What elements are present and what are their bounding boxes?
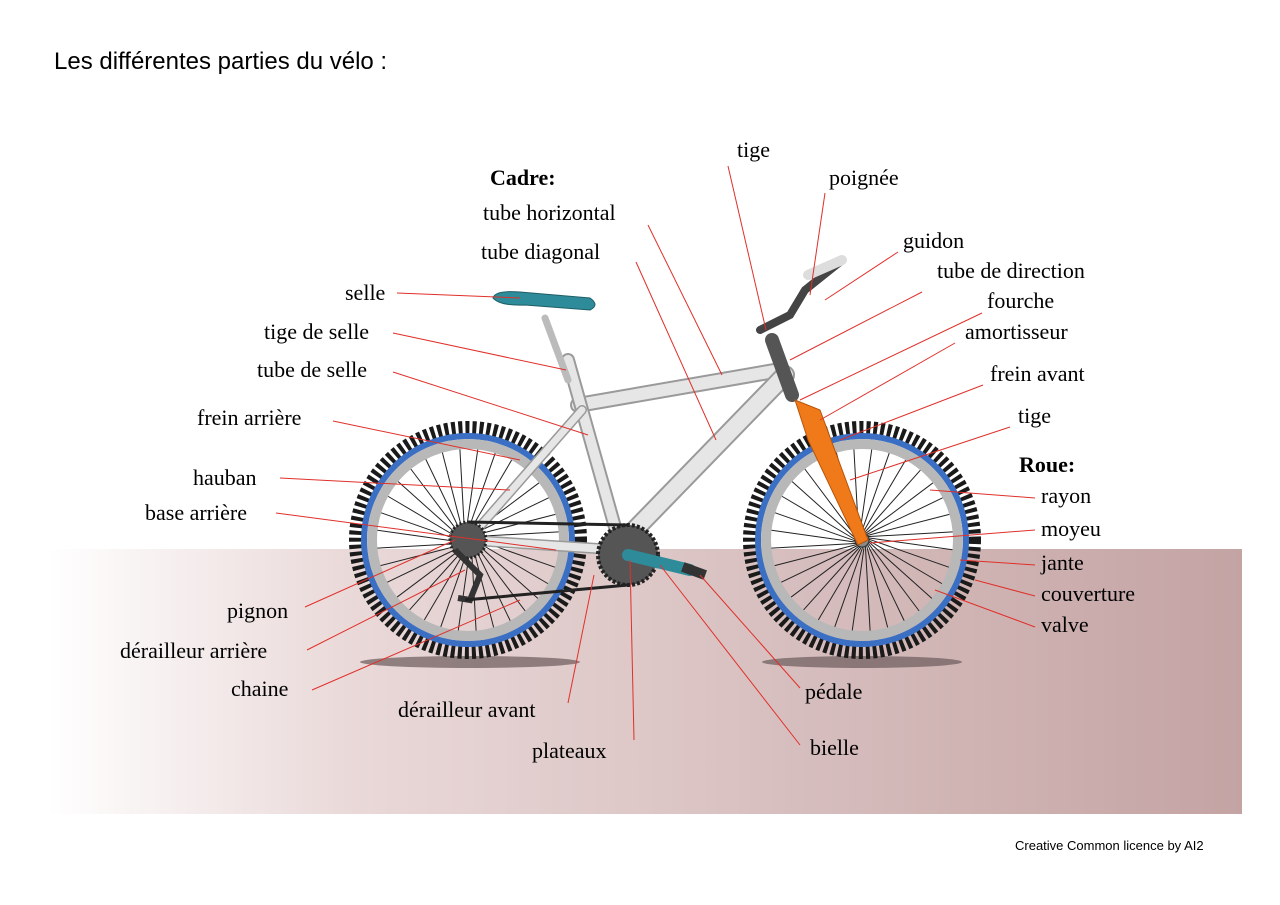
rear-spoke (459, 449, 466, 536)
frame-header: Cadre: (490, 165, 556, 190)
label-tige-fork: tige (1018, 403, 1051, 428)
label-tube-horizontal: tube horizontal (483, 200, 616, 225)
front-rim (761, 439, 963, 641)
crank-arm (622, 549, 696, 576)
label-poignee: poignée (829, 165, 899, 190)
rear-spoke (472, 543, 511, 621)
rear-tire-sidewall (361, 433, 575, 647)
label-tube-de-selle: tube de selle (257, 357, 367, 382)
rear-derailleur (452, 547, 484, 604)
label-rayon: rayon (1041, 483, 1091, 508)
front-spoke (781, 495, 857, 541)
front-tire-sidewall (755, 433, 969, 647)
front-spoke (771, 542, 858, 549)
label-plateaux: plateaux (532, 738, 607, 763)
front-spoke (867, 541, 920, 612)
chain (464, 520, 629, 602)
label-bielle: bielle (810, 735, 859, 760)
label-valve: valve (1041, 612, 1089, 637)
front-spoke (860, 452, 890, 535)
front-spoke (774, 512, 857, 542)
rear-spoke (465, 449, 479, 535)
front-spoke (774, 543, 858, 567)
rear-spoke (441, 452, 465, 536)
label-selle: selle (345, 280, 385, 305)
saddle (492, 291, 596, 311)
label-derailleur-arriere: dérailleur arrière (120, 638, 267, 663)
rear-spoke (387, 495, 463, 541)
label-frein-arriere: frein arrière (197, 405, 301, 430)
leader-lines (275, 165, 1036, 746)
label-jante: jante (1040, 550, 1084, 575)
label-frein-avant: frein avant (990, 361, 1085, 386)
front-spoke (863, 482, 934, 535)
front-spoke (861, 459, 907, 535)
rear-spoke (473, 540, 539, 599)
rear-spoke (473, 541, 526, 612)
rear-spoke (396, 545, 467, 598)
rear-spoke (472, 513, 556, 537)
front-spoke (781, 544, 859, 583)
label-pignon: pignon (227, 598, 288, 623)
label-fourche: fourche (987, 288, 1054, 313)
rear-spoke (377, 542, 464, 549)
wheel-header: Roue: (1019, 452, 1075, 477)
label-hauban: hauban (193, 465, 257, 490)
label-base-arriere: base arrière (145, 500, 247, 525)
label-couverture: couverture (1041, 581, 1135, 606)
fork (794, 399, 869, 546)
front-spoke (790, 545, 861, 598)
front-spoke (803, 545, 862, 611)
rear-wheel-shadow (360, 656, 580, 668)
ground-background (48, 549, 1242, 814)
rear-spoke (425, 459, 464, 537)
front-spoke (867, 540, 933, 599)
label-tube-de-direction: tube de direction (937, 258, 1085, 283)
rear-spoke (380, 512, 463, 542)
label-tige-stem: tige (737, 137, 770, 162)
front-spoke (862, 469, 921, 535)
credit-text: Creative Common licence by AI2 (1015, 838, 1204, 853)
rear-tire (349, 421, 587, 659)
label-guidon: guidon (903, 228, 964, 253)
front-spoke (867, 537, 953, 551)
label-amortisseur: amortisseur (965, 319, 1068, 344)
rear-spoke (397, 481, 463, 540)
rear-spoke (377, 529, 463, 543)
front-wheel-shadow (762, 656, 962, 668)
front-spoke (834, 545, 864, 628)
front-spoke (866, 531, 953, 538)
label-tube-diagonal: tube diagonal (481, 239, 600, 264)
front-spoke (851, 545, 865, 631)
front-spoke (865, 544, 889, 628)
label-moyeu: moyeu (1041, 516, 1101, 541)
front-spoke (864, 544, 871, 631)
front-spoke (867, 538, 950, 568)
label-derailleur-avant: dérailleur avant (398, 697, 535, 722)
front-spoke (865, 497, 943, 536)
front-spoke (866, 543, 905, 621)
front-spoke (791, 481, 857, 540)
label-pedale: pédale (805, 679, 862, 704)
front-spoke (771, 529, 857, 543)
rear-spoke (387, 544, 465, 583)
rear-spoke (410, 468, 463, 539)
page-title: Les différentes parties du vélo : (54, 48, 388, 75)
rear-spoke (409, 545, 468, 611)
front-spoke (859, 449, 873, 535)
label-chaine: chaine (231, 676, 288, 701)
rear-spoke (473, 539, 549, 585)
front-tire (743, 421, 981, 659)
label-tige-de-selle: tige de selle (264, 319, 369, 344)
front-spoke (867, 539, 943, 585)
rear-rim (367, 439, 569, 641)
front-spoke (817, 545, 863, 621)
front-spoke (804, 468, 857, 539)
front-spoke (866, 513, 950, 537)
handlebar (756, 258, 844, 334)
